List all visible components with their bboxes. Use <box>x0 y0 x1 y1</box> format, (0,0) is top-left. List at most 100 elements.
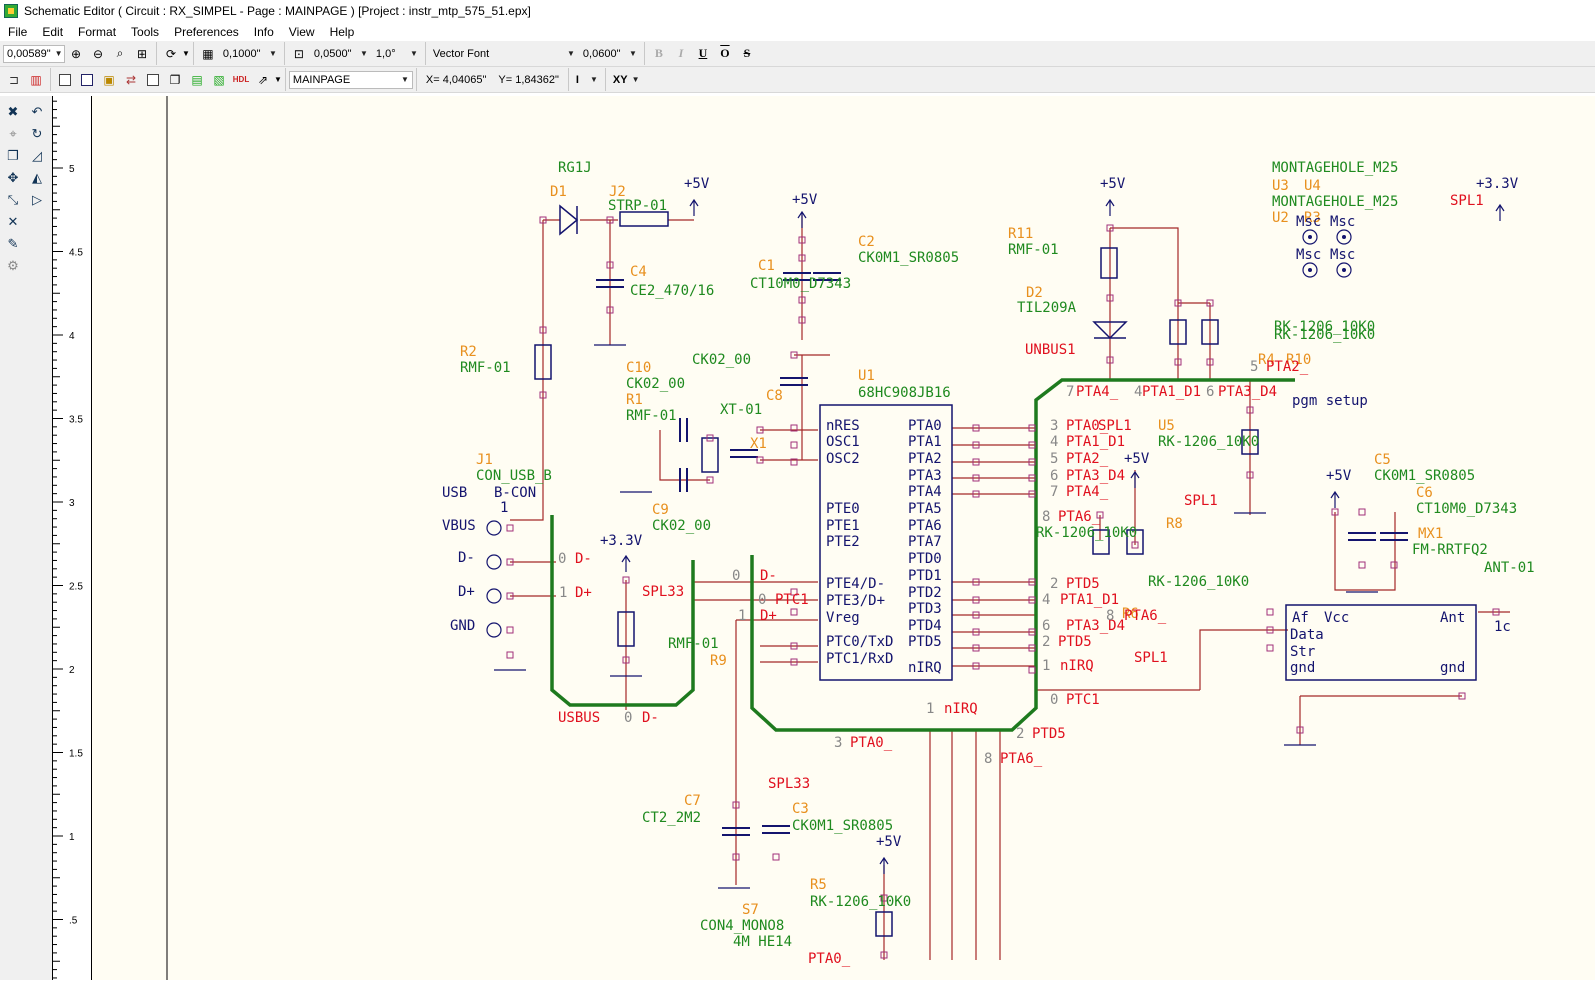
r9-body[interactable] <box>617 611 635 647</box>
zoom-window-icon[interactable]: ⌕ <box>116 46 124 60</box>
d1-symbol[interactable] <box>559 204 579 236</box>
underline-button[interactable]: U <box>698 46 708 60</box>
menu-edit[interactable]: Edit <box>42 24 64 39</box>
pin-marker <box>798 296 806 304</box>
net-wire[interactable] <box>1110 227 1179 380</box>
net-wire[interactable] <box>510 220 544 521</box>
redraw-icon[interactable]: ⟳ <box>165 46 177 61</box>
menu-tools[interactable]: Tools <box>131 24 160 39</box>
pin-label: PTE3/D+ <box>826 593 885 609</box>
line-width-icon[interactable]: ⊡ <box>293 46 304 61</box>
select-icon[interactable]: ✖ <box>7 104 19 119</box>
r2-body[interactable] <box>534 344 552 380</box>
ref-designator-label: U4 <box>1304 178 1321 194</box>
italic-button[interactable]: I <box>678 46 684 60</box>
r4-body[interactable] <box>1169 319 1187 345</box>
net-label: SPL33 <box>642 584 684 600</box>
flip-icon[interactable]: ▷ <box>32 192 42 207</box>
pin-marker <box>1028 666 1036 674</box>
xy-mode-select[interactable]: XY▼ <box>612 73 640 86</box>
app-icon <box>4 4 18 18</box>
j2-body[interactable] <box>619 211 669 227</box>
pin-label: +5V <box>1326 468 1352 484</box>
zoom-out-icon[interactable]: ⊖ <box>92 46 104 61</box>
pin-marker <box>606 306 614 314</box>
overline-button[interactable]: O <box>720 46 730 60</box>
copy-icon[interactable]: ❐ <box>7 148 19 163</box>
insert-mode-select[interactable]: I▼ <box>575 73 598 86</box>
select-group-icon[interactable]: ⌖ <box>9 126 17 141</box>
line-width-select[interactable]: 0,0500"▼ <box>313 47 368 60</box>
grid-icon[interactable]: ▦ <box>202 46 214 61</box>
snap-select[interactable]: 0,00589"▼ <box>3 44 65 63</box>
net-label: SPL33 <box>768 776 810 792</box>
netlist-icon[interactable]: ▤ <box>191 72 203 87</box>
u1-body[interactable] <box>819 404 953 681</box>
hdl-icon[interactable]: HDL <box>232 75 250 84</box>
edit-icon[interactable]: ✎ <box>7 236 19 251</box>
move-icon[interactable]: ✥ <box>7 170 19 185</box>
menu-info[interactable]: Info <box>253 24 274 39</box>
resize-icon[interactable]: ⤡ <box>7 192 19 207</box>
main-bus[interactable] <box>750 378 1295 732</box>
net-wire[interactable] <box>659 430 710 481</box>
export-icon[interactable]: ⇗ <box>257 72 269 87</box>
component-icon[interactable]: ⊐ <box>8 72 20 87</box>
pin-marker <box>506 626 514 634</box>
pages-icon[interactable]: ❐ <box>169 72 181 87</box>
page-copy-icon[interactable]: ▣ <box>103 72 115 87</box>
rotate-icon[interactable]: ↻ <box>31 126 43 141</box>
grid-select[interactable]: 0,1000"▼ <box>222 47 277 60</box>
redraw-dropdown-icon[interactable]: ▼ <box>182 49 190 58</box>
r3-body[interactable] <box>1241 429 1259 455</box>
new-page-icon[interactable] <box>55 70 75 90</box>
menu-file[interactable]: File <box>8 24 28 39</box>
menu-preferences[interactable]: Preferences <box>174 24 239 39</box>
schematic-drawing[interactable]: RG1JSTRP-01CE2_470/16RMF-01CK0M1_SR0805C… <box>92 96 1595 980</box>
undo-icon[interactable]: ↶ <box>31 104 43 119</box>
menu-view[interactable]: View <box>288 24 315 39</box>
r6-body[interactable] <box>1126 529 1144 555</box>
net-wire[interactable] <box>1334 512 1396 591</box>
r10-body[interactable] <box>1201 319 1219 345</box>
pin-number-label: 4 <box>1042 592 1050 608</box>
zoom-fit-icon[interactable]: ⊞ <box>136 46 148 61</box>
pin-number-label: 3 <box>834 735 842 751</box>
page-props-icon[interactable] <box>77 70 97 90</box>
net-label: nIRQ <box>1060 658 1094 674</box>
mx1-body[interactable] <box>1285 604 1477 681</box>
d2-symbol[interactable] <box>1092 321 1128 340</box>
draw-icon[interactable]: ◿ <box>32 148 42 163</box>
angle-select[interactable]: 1,0°▼ <box>375 47 418 60</box>
pin-marker <box>1028 578 1036 586</box>
page-link-icon[interactable]: ⇄ <box>125 72 137 87</box>
net-label: PTA4_ <box>1076 384 1119 400</box>
ruler-tick-label: 1.5 <box>69 749 83 760</box>
font-select[interactable]: Vector Font▼ <box>432 47 575 60</box>
zoom-in-icon[interactable]: ⊕ <box>70 46 82 61</box>
properties-icon[interactable]: ⚙ <box>7 258 19 273</box>
bold-button[interactable]: B <box>654 46 663 60</box>
mounting-hole-icon <box>1302 229 1318 245</box>
mirror-icon[interactable]: ◭ <box>32 170 42 185</box>
export-dropdown-icon[interactable]: ▼ <box>274 75 282 84</box>
ref-designator-label: S7 <box>742 902 759 918</box>
ref-designator-label: U5 <box>1158 418 1175 434</box>
pin-number-label: 3 <box>1050 418 1058 434</box>
x1-body[interactable] <box>701 437 719 473</box>
design-rules-icon[interactable]: ▧ <box>213 72 225 87</box>
page-select[interactable]: MAINPAGE▼ <box>288 70 413 89</box>
menu-format[interactable]: Format <box>78 24 117 39</box>
net-wire[interactable] <box>1199 629 1288 690</box>
usb-bus[interactable] <box>550 515 695 707</box>
r5-body[interactable] <box>875 911 893 937</box>
library-icon[interactable]: ▥ <box>30 72 42 87</box>
page-blank-icon[interactable] <box>143 70 163 90</box>
delete-icon[interactable]: ✕ <box>7 214 19 229</box>
r11-body[interactable] <box>1100 247 1118 279</box>
r8-body[interactable] <box>1092 529 1110 555</box>
text-size-select[interactable]: 0,0600"▼ <box>582 47 637 60</box>
strike-button[interactable]: S <box>743 46 751 60</box>
menu-help[interactable]: Help <box>329 24 355 39</box>
